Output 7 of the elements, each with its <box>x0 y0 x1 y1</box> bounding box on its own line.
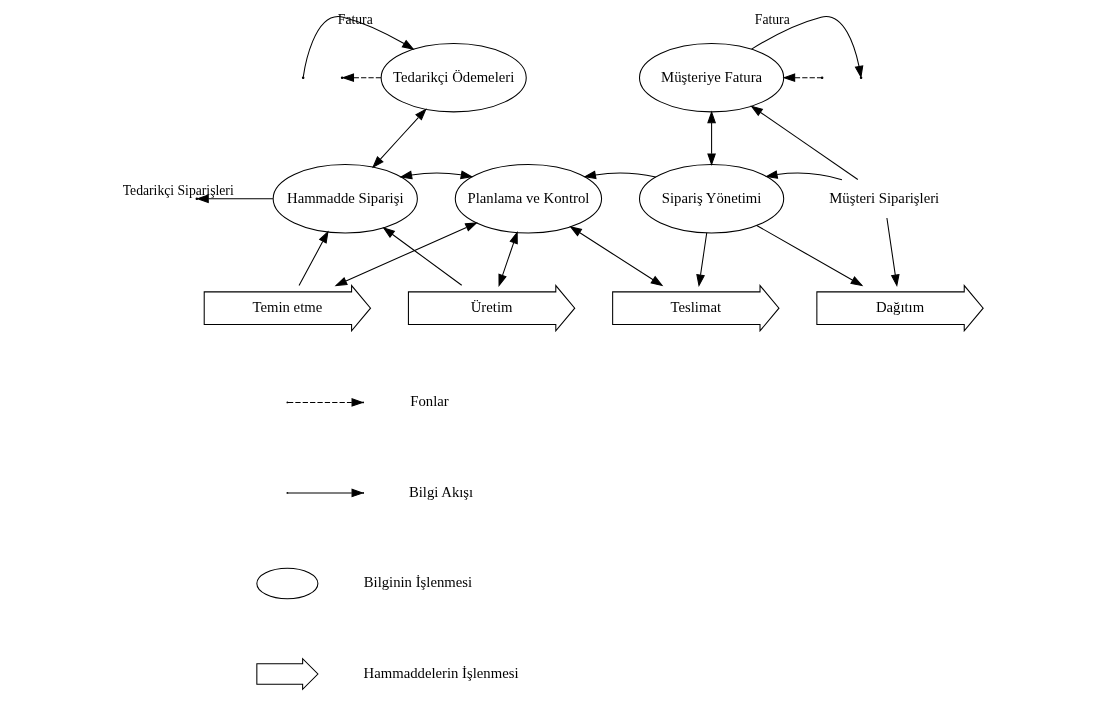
legend-label: Fonlar <box>410 392 449 409</box>
legend-label: Bilgi Akışı <box>408 483 474 500</box>
legend-label: Hammaddelerin İşlenmesi <box>363 664 519 681</box>
edge-label: Fatura <box>754 11 790 27</box>
node-text: Müşteri Siparişleri <box>829 189 940 206</box>
legend-label: Bilginin İşlenmesi <box>363 573 473 590</box>
edge-label: Tedarikçi Siparişleri <box>122 182 234 198</box>
